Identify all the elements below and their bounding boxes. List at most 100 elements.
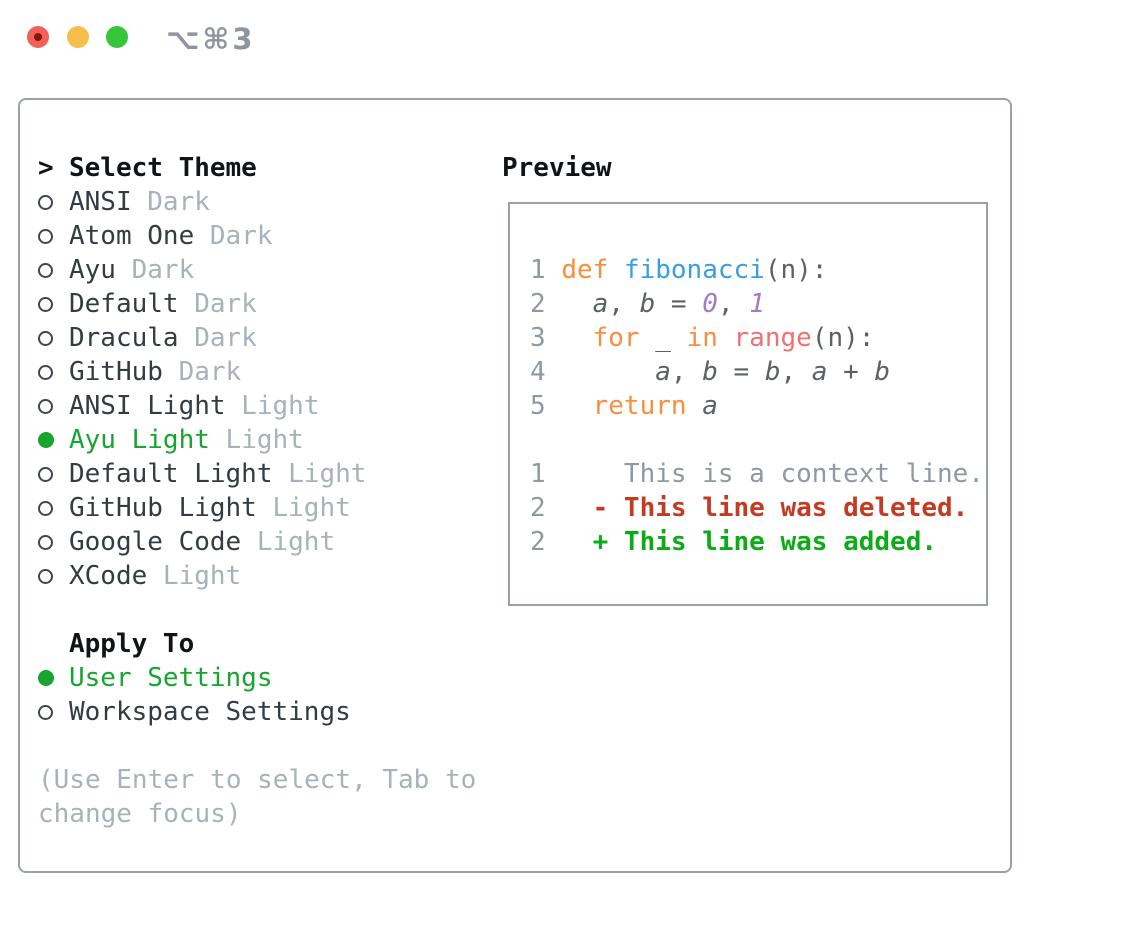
code-token: range <box>733 323 812 353</box>
theme-option[interactable]: ANSI Light Light <box>38 389 490 423</box>
code-line: 4 a, b = b, a + b <box>530 355 986 389</box>
code-line: 3 for _ in range(n): <box>530 321 986 355</box>
window-minimize-button[interactable] <box>67 26 89 48</box>
option-label: User Settings <box>69 663 273 693</box>
select-theme-title: Select Theme <box>69 153 257 183</box>
code-token: a <box>655 357 671 387</box>
option-variant-label: Light <box>241 527 336 557</box>
code-token: b <box>764 357 781 387</box>
option-label: Dracula <box>69 323 179 353</box>
code-token <box>608 255 624 285</box>
context-line: 1 This is a context line. <box>530 457 986 491</box>
code-token: (n): <box>811 323 875 353</box>
code-token: in <box>686 323 718 353</box>
apply-to-title: Apply To <box>69 629 195 659</box>
code-token: = <box>655 289 703 319</box>
radio-icon <box>38 535 53 550</box>
theme-option[interactable]: ANSI Dark <box>38 185 490 219</box>
option-label: XCode <box>69 561 148 591</box>
code-token <box>561 357 655 387</box>
code-token <box>561 527 592 557</box>
code-token: fibonacci <box>623 255 765 285</box>
code-token <box>561 289 592 319</box>
option-label: Ayu Light <box>69 425 210 455</box>
radio-cell <box>38 253 69 287</box>
radio-cell <box>38 423 69 457</box>
option-label: ANSI <box>69 187 132 217</box>
option-variant-label: Light <box>272 459 367 489</box>
option-label: Atom One <box>69 221 195 251</box>
code-token: + <box>827 357 875 387</box>
option-variant-label: Light <box>147 561 242 591</box>
line-number: 1 <box>530 459 562 489</box>
radio-cell <box>38 695 69 729</box>
theme-option[interactable]: Ayu Light Light <box>38 423 490 457</box>
theme-option[interactable]: Dracula Dark <box>38 321 490 355</box>
option-variant-label: Light <box>225 391 320 421</box>
preview-title: Preview <box>502 153 612 183</box>
added-line: 2 + This line was added. <box>530 525 986 559</box>
option-label: Workspace Settings <box>69 697 351 727</box>
theme-option[interactable]: XCode Light <box>38 559 490 593</box>
code-line: 2 a, b = 0, 1 <box>530 287 986 321</box>
radio-cell <box>38 355 69 389</box>
code-token <box>561 493 592 523</box>
code-token: , <box>608 289 640 319</box>
code-token: This is a context line. <box>561 459 984 489</box>
theme-option[interactable]: Default Dark <box>38 287 490 321</box>
option-variant-label: Light <box>256 493 351 523</box>
radio-cell <box>38 389 69 423</box>
window-close-button[interactable] <box>27 26 49 48</box>
code-token: , <box>717 289 750 319</box>
code-token <box>561 323 592 353</box>
option-variant-label: Dark <box>178 323 257 353</box>
line-number: 2 <box>530 527 562 557</box>
radio-cell <box>38 661 69 695</box>
select-theme-header: > Select Theme <box>38 151 490 185</box>
code-token <box>687 391 703 421</box>
code-token: return <box>592 391 687 421</box>
option-label: Default <box>69 289 179 319</box>
theme-option[interactable]: Default Light Light <box>38 457 490 491</box>
code-token: a <box>592 289 609 319</box>
code-token: _ <box>639 323 687 353</box>
line-number: 4 <box>530 357 562 387</box>
code-token: - This line was deleted. <box>592 493 969 523</box>
code-token: a <box>702 391 718 421</box>
radio-cell <box>38 219 69 253</box>
code-token: def <box>561 255 609 285</box>
cursor-caret-icon: > <box>38 153 54 183</box>
window-shortcut-label: ⌥⌘3 <box>166 22 256 56</box>
keyboard-hint: (Use Enter to select, Tab to change focu… <box>38 765 477 829</box>
theme-option[interactable]: Atom One Dark <box>38 219 490 253</box>
option-variant-label: Light <box>209 425 304 455</box>
window-zoom-button[interactable] <box>106 26 128 48</box>
option-label: Ayu <box>69 255 116 285</box>
theme-option[interactable]: GitHub Light Light <box>38 491 490 525</box>
theme-option[interactable]: GitHub Dark <box>38 355 490 389</box>
theme-option[interactable]: Google Code Light <box>38 525 490 559</box>
option-variant-label: Dark <box>178 289 257 319</box>
apply-to-option[interactable]: User Settings <box>38 661 490 695</box>
radio-icon <box>38 365 53 380</box>
radio-cell <box>38 321 69 355</box>
apply-to-option[interactable]: Workspace Settings <box>38 695 490 729</box>
record-dot-icon <box>34 33 42 41</box>
section-gap <box>38 729 490 763</box>
radio-cell <box>38 287 69 321</box>
theme-option[interactable]: Ayu Dark <box>38 253 490 287</box>
option-label: ANSI Light <box>69 391 226 421</box>
radio-cell <box>38 559 69 593</box>
code-token <box>718 323 734 353</box>
option-variant-label: Dark <box>131 187 210 217</box>
option-variant-label: Dark <box>162 357 242 387</box>
radio-icon <box>38 331 53 346</box>
line-number: 2 <box>530 493 562 523</box>
radio-icon <box>38 501 53 516</box>
option-variant-label: Dark <box>115 255 195 285</box>
